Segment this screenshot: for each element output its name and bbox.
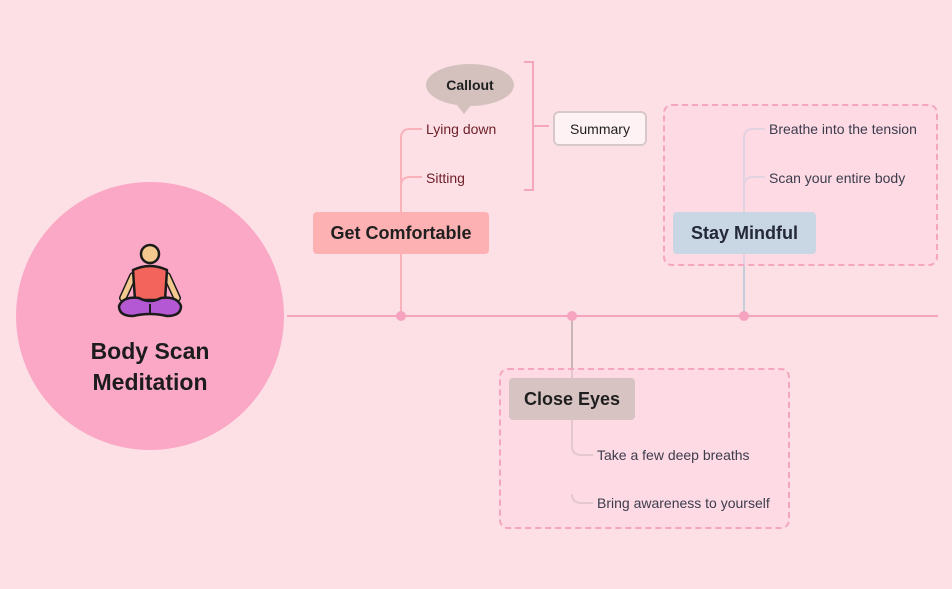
subtopic-sitting[interactable]: Sitting — [426, 170, 465, 186]
summary-box[interactable]: Summary — [553, 111, 647, 146]
central-title: Body Scan Meditation — [16, 336, 284, 398]
timeline-dot-mindful — [739, 311, 749, 321]
subtopic-lying-down[interactable]: Lying down — [426, 121, 497, 137]
callout-bubble[interactable]: Callout — [426, 64, 514, 106]
central-title-line1: Body Scan — [90, 338, 210, 364]
subtopic-bring-awareness[interactable]: Bring awareness to yourself — [597, 495, 770, 511]
timeline-dot-close-eyes — [567, 311, 577, 321]
topic-stay-mindful[interactable]: Stay Mindful — [673, 212, 816, 254]
topic-get-comfortable[interactable]: Get Comfortable — [313, 212, 489, 254]
summary-bracket — [524, 61, 549, 191]
topic-close-eyes[interactable]: Close Eyes — [509, 378, 635, 420]
subtopic-deep-breaths[interactable]: Take a few deep breaths — [597, 447, 750, 463]
timeline-dot-comfortable — [396, 311, 406, 321]
subtopic-breathe-into-tension[interactable]: Breathe into the tension — [769, 121, 917, 137]
subtopic-scan-entire-body[interactable]: Scan your entire body — [769, 170, 906, 186]
comfortable-children-connector — [400, 128, 422, 212]
callout-tail — [456, 104, 472, 114]
meditating-person-icon — [117, 243, 183, 318]
central-title-line2: Meditation — [92, 369, 208, 395]
central-topic[interactable]: Body Scan Meditation — [16, 182, 284, 450]
